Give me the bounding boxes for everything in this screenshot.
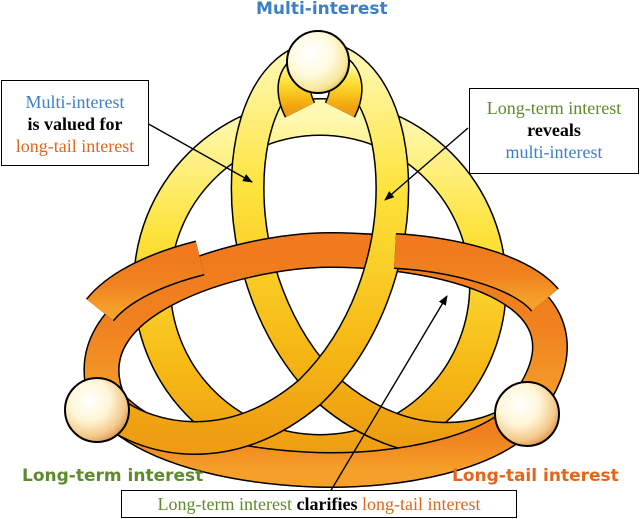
right-yellow-loop (101, 41, 410, 455)
sphere-top (286, 30, 350, 94)
arrow-left-note (144, 121, 253, 183)
note-left-line1: Multi-interest (25, 92, 125, 112)
arrow-right-note (384, 127, 469, 201)
sphere-left (64, 377, 130, 443)
note-left: Multi-interest is valued for long-tail i… (1, 80, 149, 166)
note-right-line2: reveals (527, 120, 581, 140)
arrow-bottom-note (329, 295, 448, 493)
note-left-line2: is valued for (27, 114, 123, 134)
label-long-term-interest: Long-term interest (22, 466, 204, 486)
sphere-right (494, 381, 560, 447)
label-multi-interest: Multi-interest (256, 0, 388, 19)
orange-over-segment (85, 233, 559, 322)
label-long-tail-interest: Long-tail interest (452, 466, 619, 486)
note-right-line3: multi-interest (505, 142, 603, 162)
note-right: Long-term interest reveals multi-interes… (469, 88, 639, 174)
note-bottom-part3: long-tail interest (361, 494, 481, 514)
note-bottom-part1: Long-term interest (157, 494, 292, 514)
note-bottom-part2: clarifies (296, 494, 358, 514)
note-right-line1: Long-term interest (486, 98, 622, 118)
note-bottom: Long-term interest clarifies long-tail i… (121, 490, 517, 518)
note-left-line3: long-tail interest (15, 136, 135, 156)
